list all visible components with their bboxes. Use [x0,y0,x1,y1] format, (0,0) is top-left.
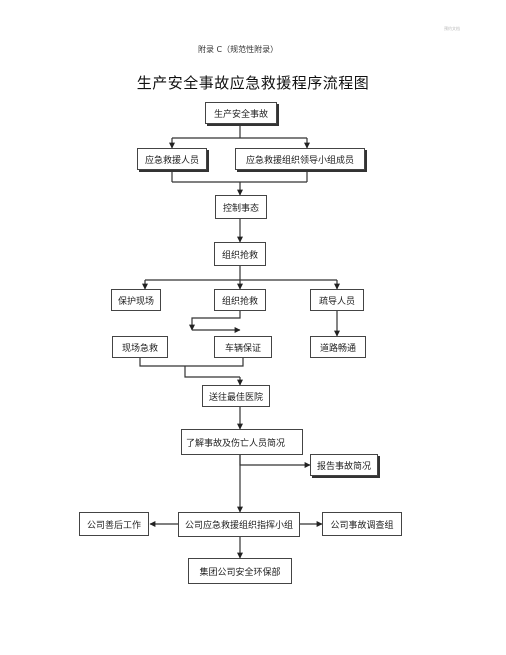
node-organize-rescue: 组织抢救 [214,289,266,311]
node-rescue-staff: 应急救援人员 [137,148,207,170]
node-aftermath: 公司善后工作 [79,512,149,536]
node-investigation: 公司事故调查组 [322,512,402,536]
corner-note: 预约文档 [444,26,460,31]
node-leader-group: 应急救援组织领导小组成员 [235,148,365,170]
node-vehicle-support: 车辆保证 [214,336,272,358]
edge-accident-split [172,124,307,139]
page-title: 生产安全事故应急救援程序流程图 [136,74,370,92]
node-organize-rescue-top: 组织抢救 [214,242,266,266]
edge-merge-hospital [139,358,244,378]
node-accident: 生产安全事故 [205,102,277,124]
node-group-ehs: 集团公司安全环保部 [188,558,292,584]
appendix-label: 附录 C（规范性附录） [198,45,279,54]
node-report: 报告事故简况 [310,454,378,476]
edge-rescue-split [189,311,241,331]
edge-organize-split [145,266,337,281]
node-hospital: 送往最佳医院 [202,385,270,407]
node-understand: 了解事故及伤亡人员简况 [181,429,303,455]
node-onsite-first-aid: 现场急救 [112,336,168,358]
edge-merge-control [171,170,308,183]
node-evacuate: 疏导人员 [310,289,364,311]
edge-to-report [239,455,311,468]
node-command-group: 公司应急救援组织指挥小组 [178,512,300,537]
node-control: 控制事态 [215,195,267,219]
node-protect-site: 保护现场 [111,289,161,311]
node-road-clear: 道路畅通 [310,336,366,358]
